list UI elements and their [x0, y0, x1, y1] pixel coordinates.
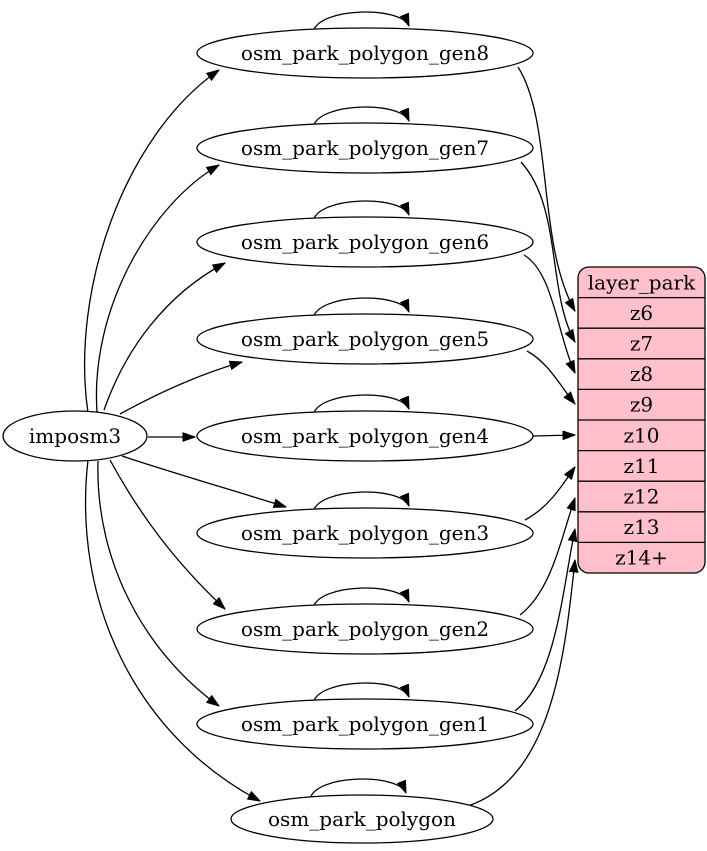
layer-table-row-z13: z13 [624, 515, 660, 539]
layer-table-row-z6: z6 [630, 301, 653, 325]
node-osm_park_polygon [230, 794, 494, 844]
self-loop-osm_park_polygon_gen7 [312, 106, 410, 128]
self-loop-osm_park_polygon_gen4 [312, 394, 410, 416]
self-loop-osm_park_polygon_gen8 [312, 11, 410, 33]
node-osm_park_polygon_gen4 [196, 410, 534, 462]
node-label-osm_park_polygon_gen8: osm_park_polygon_gen8 [241, 41, 489, 65]
layer-table-layer: layer_park z6 z7 z8 z9 z10 z11 z12 z13 z14+ [577, 266, 706, 574]
node-osm_park_polygon_gen8 [196, 27, 534, 79]
layer-table-row-z8: z8 [630, 362, 653, 386]
edge-imposm3-to-osm_park_polygon_gen8 [84, 70, 219, 414]
layer-table-row-z7: z7 [630, 332, 653, 356]
edge-osm_park_polygon_gen8-to-layer_park-z6 [517, 66, 575, 311]
layer-table-row-z14+: z14+ [615, 546, 668, 570]
edge-osm_park_polygon-to-layer_park-z14+ [467, 560, 575, 807]
edge-imposm3-to-osm_park_polygon_gen1 [97, 460, 219, 706]
edge-osm_park_polygon_gen7-to-layer_park-z7 [520, 161, 575, 342]
edge-osm_park_polygon_gen4-to-layer_park-z10 [532, 435, 575, 436]
node-label-osm_park_polygon_gen6: osm_park_polygon_gen6 [241, 230, 489, 254]
edges-layer [84, 11, 576, 807]
node-osm_park_polygon_gen1 [196, 698, 534, 750]
node-label-osm_park_polygon_gen2: osm_park_polygon_gen2 [241, 617, 489, 641]
node-osm_park_polygon_gen5 [196, 313, 534, 365]
edge-imposm3-to-osm_park_polygon_gen2 [109, 459, 225, 609]
edge-imposm3-to-osm_park_polygon_gen6 [103, 263, 225, 411]
self-loop-osm_park_polygon_gen2 [312, 587, 410, 609]
self-loop-osm_park_polygon [309, 778, 407, 800]
layer-table-row-z12: z12 [624, 485, 660, 509]
node-osm_park_polygon_gen3 [196, 507, 534, 559]
node-label-osm_park_polygon_gen4: osm_park_polygon_gen4 [241, 424, 489, 448]
layer-table-row-z11: z11 [624, 454, 660, 478]
edge-imposm3-to-osm_park_polygon_gen5 [119, 362, 242, 415]
node-label-imposm3: imposm3 [29, 424, 121, 448]
node-osm_park_polygon_gen6 [196, 216, 534, 268]
self-loop-osm_park_polygon_gen6 [312, 200, 410, 222]
edge-osm_park_polygon_gen5-to-layer_park-z9 [526, 350, 575, 404]
node-label-osm_park_polygon_gen1: osm_park_polygon_gen1 [241, 712, 489, 736]
edge-imposm3-to-osm_park_polygon_gen3 [121, 455, 286, 507]
edge-osm_park_polygon_gen6-to-layer_park-z8 [523, 254, 575, 373]
edge-osm_park_polygon_gen3-to-layer_park-z11 [524, 467, 575, 521]
node-label-osm_park_polygon: osm_park_polygon [268, 807, 456, 831]
edge-osm_park_polygon_gen2-to-layer_park-z12 [519, 498, 576, 616]
self-loop-osm_park_polygon_gen1 [312, 682, 410, 704]
node-osm_park_polygon_gen2 [196, 603, 534, 655]
node-label-osm_park_polygon_gen3: osm_park_polygon_gen3 [241, 521, 489, 545]
edge-osm_park_polygon_gen1-to-layer_park-z13 [514, 529, 575, 712]
layer-table-row-z9: z9 [630, 393, 653, 417]
nodes-layer: imposm3 osm_park_polygon_gen8 osm_park_pol… [2, 27, 534, 844]
node-osm_park_polygon_gen7 [196, 122, 534, 174]
edge-imposm3-to-osm_park_polygon [84, 459, 260, 801]
node-label-osm_park_polygon_gen5: osm_park_polygon_gen5 [241, 327, 489, 351]
self-loop-osm_park_polygon_gen3 [312, 491, 410, 513]
node-label-osm_park_polygon_gen7: osm_park_polygon_gen7 [241, 136, 489, 160]
node-imposm3 [2, 410, 148, 462]
self-loop-osm_park_polygon_gen5 [312, 297, 410, 319]
layer-table-title: layer_park [588, 270, 696, 294]
layer-table-row-z10: z10 [624, 423, 660, 447]
edge-imposm3-to-osm_park_polygon_gen7 [95, 165, 219, 413]
